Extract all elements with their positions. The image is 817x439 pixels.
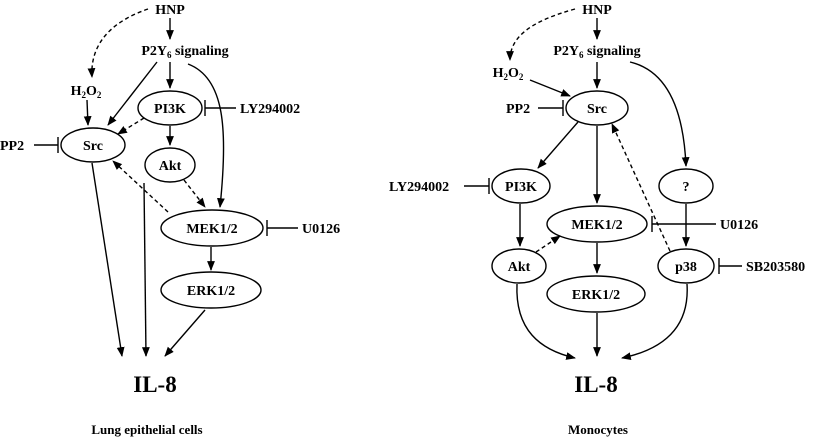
right-src-label: Src [587,102,607,117]
right-p38-node [657,248,715,284]
right-pi3k-label: PI3K [505,180,537,195]
left-pp2-label: PP2 [0,139,24,154]
left-akt-node [144,147,196,183]
left-edge-hnp-h2o2 [87,8,149,78]
left-edge-erk-il8 [164,309,206,357]
right-akt-label: Akt [508,260,531,275]
left-akt-label: Akt [159,159,182,174]
left-hnp-label: HNP [155,3,185,18]
left-p2y6-label: P2Y6 signaling [141,44,228,60]
right-edge-hnp-h2o2 [506,8,576,61]
left-src-label: Src [83,139,103,154]
right-edge-h2o2-src [529,79,571,97]
left-mek-label: MEK1/2 [186,222,237,237]
left-edge-p2y6-mek [187,63,225,208]
right-erk-node [546,275,646,313]
right-panel: HNP P2Y6 signaling H2O2 Src ? PI3K MEK1/… [389,3,805,437]
left-panel: HNP P2Y6 signaling H2O2 PI3K Src Akt MEK… [0,3,340,437]
right-mek-label: MEK1/2 [571,218,622,233]
left-pi3k-label: PI3K [154,102,186,117]
left-h2o2-label: H2O2 [71,84,102,100]
left-edge-akt-mek [183,179,206,208]
right-edge-p2y6-q [629,61,690,167]
right-erk-label: ERK1/2 [572,288,620,303]
right-q-node [658,168,714,204]
right-h2o2-label: H2O2 [493,66,524,82]
right-edge-akt-il8 [516,283,576,360]
right-hnp-label: HNP [582,3,612,18]
left-src-node [60,127,126,163]
left-erk-label: ERK1/2 [187,284,235,299]
right-edge-akt-mek [535,235,561,253]
right-akt-node [491,248,547,284]
right-u0126-label: U0126 [720,218,758,233]
right-src-node [565,90,629,126]
right-pp2-label: PP2 [506,102,530,117]
right-p38-label: p38 [675,260,697,275]
right-il8-label: IL-8 [574,372,617,397]
left-pi3k-node [137,90,203,126]
right-p2y6-label: P2Y6 signaling [553,44,640,60]
right-sb203580-label: SB203580 [746,260,805,275]
right-edge-p38-src [611,123,671,252]
left-mek-node [160,209,264,247]
right-mek-node [546,205,648,243]
right-edge-src-pi3k [537,121,579,169]
left-edge-akt-il8 [141,182,150,357]
left-u0126-label: U0126 [302,222,340,237]
left-erk-node [160,271,262,309]
left-ly294002-label: LY294002 [240,102,300,117]
right-caption: Monocytes [568,422,628,437]
left-edge-pi3k-src [117,117,145,135]
left-edge-mek-src [112,160,169,213]
left-caption: Lung epithelial cells [91,422,202,437]
left-il8-label: IL-8 [133,372,176,397]
left-edge-src-il8 [91,162,125,357]
right-pi3k-node [491,168,551,204]
right-edge-p38-il8 [621,283,688,361]
left-edge-p2y6-src [107,61,158,126]
right-ly294002-label: LY294002 [389,180,449,195]
left-edge-h2o2-src [83,99,92,126]
right-q-label: ? [683,180,690,195]
